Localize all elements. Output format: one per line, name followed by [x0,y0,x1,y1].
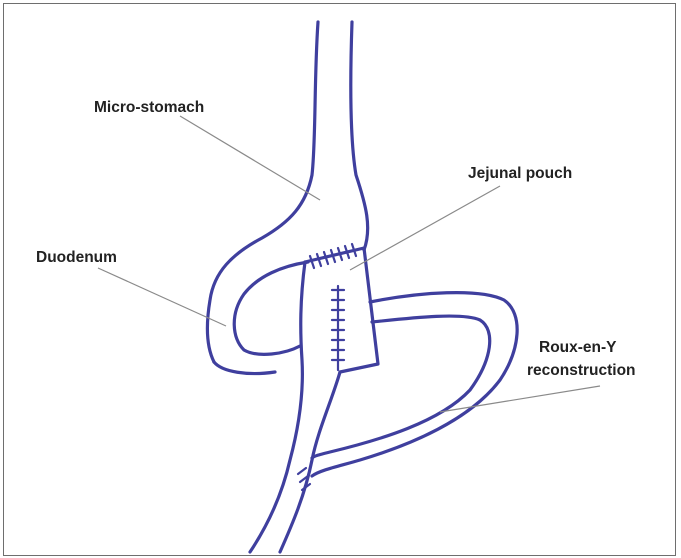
duodenum-leader [98,268,226,326]
jejunal-pouch-label: Jejunal pouch [468,165,572,182]
jejunum-limb-shape [250,262,340,552]
jejunal-pouch-leader [350,186,500,270]
leader-lines [98,116,600,412]
roux-en-y-label-line1: Roux-en-Y [539,339,617,356]
roux-en-y-label-line2: reconstruction [527,362,636,379]
micro-stomach-label: Micro-stomach [94,99,204,116]
micro-stomach-leader [180,116,320,200]
duodenum-label: Duodenum [36,249,117,266]
roux-en-y-leader [440,386,600,412]
duodenum-shape [214,262,308,374]
